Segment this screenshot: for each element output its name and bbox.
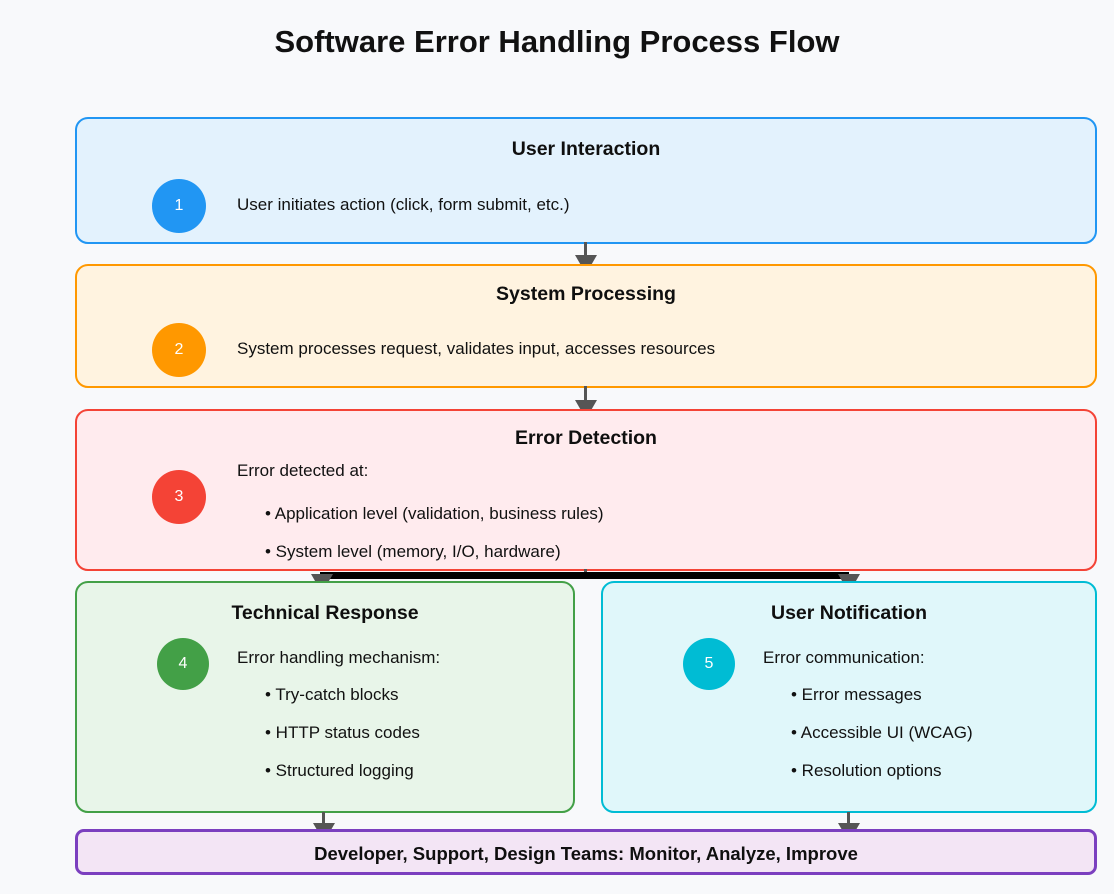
branch-bar [320,572,849,579]
stage-badge-4: 4 [157,638,209,690]
stage-bullet-user-notification-1: • Accessible UI (WCAG) [791,723,973,742]
stage-lead-user-interaction: User initiates action (click, form submi… [237,195,570,214]
stage-title-technical-response: Technical Response [231,602,419,624]
stage-lead-system-processing: System processes request, validates inpu… [237,339,716,358]
stage-title-user-notification: User Notification [770,602,928,624]
stage-title-system-processing: System Processing [496,283,676,305]
stage-badge-1: 1 [152,179,206,233]
stage-bullet-error-detection-0: • Application level (validation, busines… [265,504,604,523]
stage-lead-error-detection: Error detected at: [237,461,369,480]
connector-line-2-3 [584,386,587,408]
stage-bullet-error-detection-1: • System level (memory, I/O, hardware) [265,542,561,561]
footer-label-teams: Developer, Support, Design Teams: Monito… [314,843,858,864]
stage-box-user-interaction[interactable]: User Interaction 1 User initiates action… [75,117,1097,244]
stage-badge-3: 3 [152,470,206,524]
connector-line-1-2 [584,242,587,264]
stage-lead-user-notification: Error communication: [763,648,925,667]
footer-box-teams[interactable]: Developer, Support, Design Teams: Monito… [75,829,1097,875]
stage-title-error-detection: Error Detection [515,427,657,449]
stage-bullet-technical-response-1: • HTTP status codes [265,723,420,742]
stage-box-error-detection[interactable]: Error Detection 3 Error detected at: • A… [75,409,1097,571]
stage-lead-technical-response: Error handling mechanism: [237,648,441,667]
stage-box-technical-response[interactable]: Technical Response 4 Error handling mech… [75,581,575,813]
stage-bullet-technical-response-2: • Structured logging [265,761,414,780]
page-title: Software Error Handling Process Flow [274,24,840,59]
stage-bullet-technical-response-0: • Try-catch blocks [265,685,399,704]
stage-bullet-user-notification-0: • Error messages [791,685,922,704]
stage-title-user-interaction: User Interaction [511,138,661,160]
stage-badge-2: 2 [152,323,206,377]
stage-box-user-notification[interactable]: User Notification 5 Error communication:… [601,581,1097,813]
stage-bullet-user-notification-2: • Resolution options [791,761,942,780]
stage-badge-5: 5 [683,638,735,690]
stage-box-system-processing[interactable]: System Processing 2 System processes req… [75,264,1097,388]
